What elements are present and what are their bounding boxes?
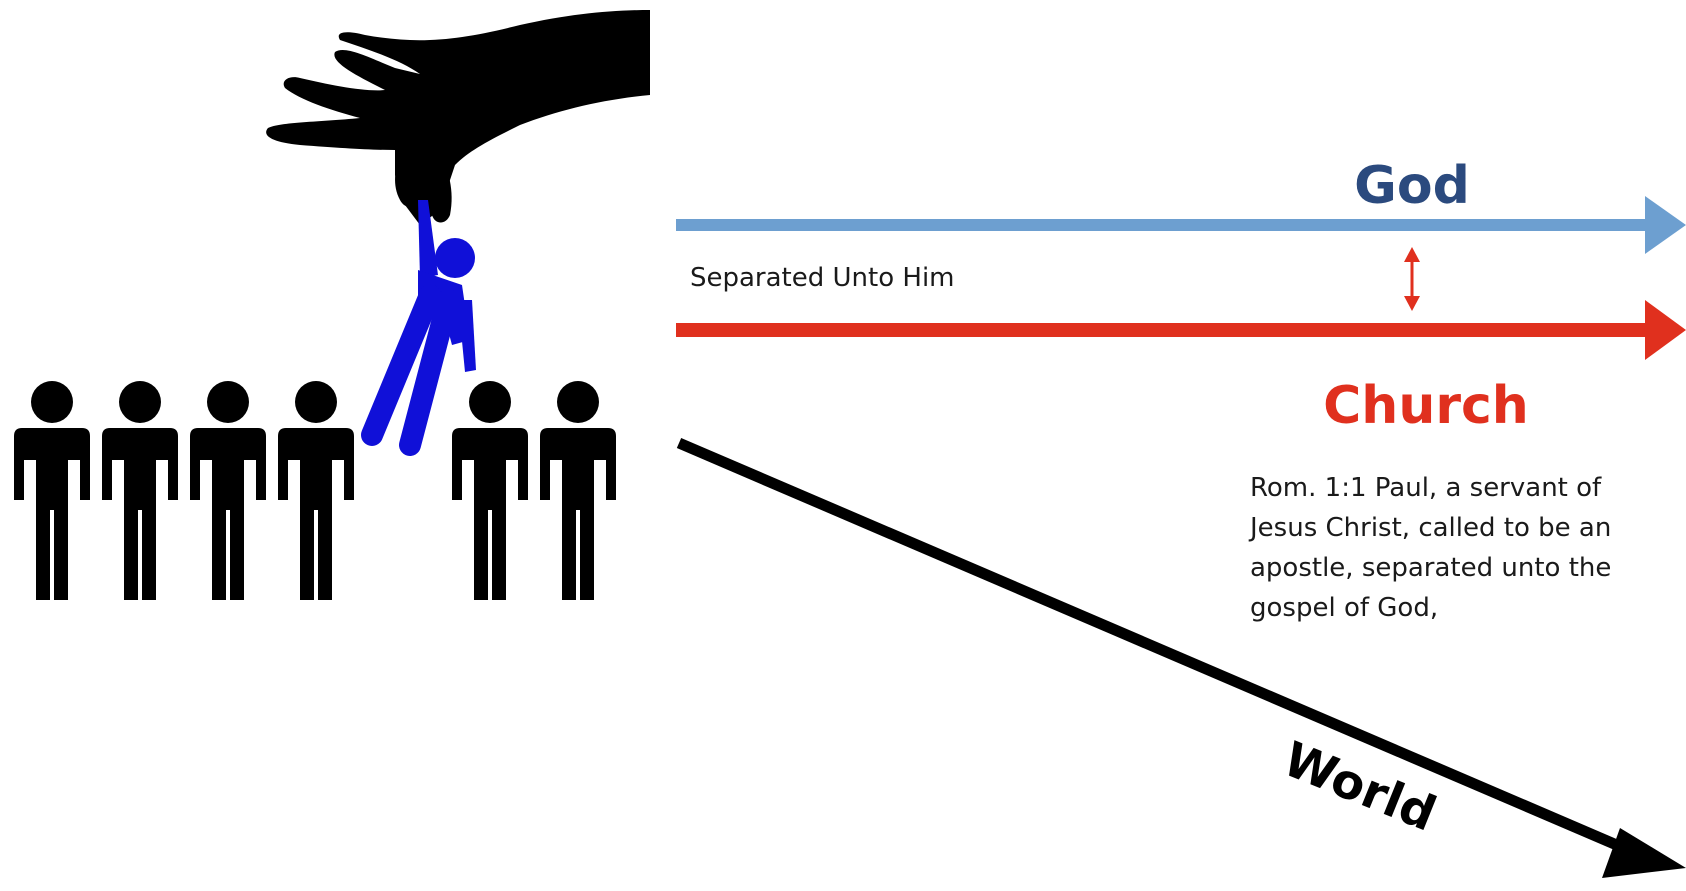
- church-arrow: [676, 300, 1686, 360]
- person-lifted-icon: [372, 200, 476, 445]
- person-icon: [14, 381, 90, 600]
- world-label: World: [1276, 731, 1444, 842]
- church-arrowhead: [1645, 300, 1686, 360]
- world-arrowhead: [1602, 828, 1686, 878]
- church-label: Church: [1323, 376, 1529, 436]
- god-arrowhead: [1645, 196, 1686, 254]
- person-icon: [452, 381, 528, 600]
- person-icon: [278, 381, 354, 600]
- god-label: God: [1354, 156, 1470, 216]
- separation-double-arrow-icon: [1404, 247, 1420, 311]
- person-icon: [540, 381, 616, 600]
- hand-icon: [266, 10, 650, 225]
- separated-label: Separated Unto Him: [690, 263, 955, 293]
- scripture-verse: Rom. 1:1 Paul, a servant of Jesus Christ…: [1250, 468, 1650, 628]
- god-arrow: [676, 196, 1686, 254]
- selection-illustration: [14, 10, 650, 600]
- person-icon: [190, 381, 266, 600]
- person-icon: [102, 381, 178, 600]
- crowd: [14, 381, 616, 600]
